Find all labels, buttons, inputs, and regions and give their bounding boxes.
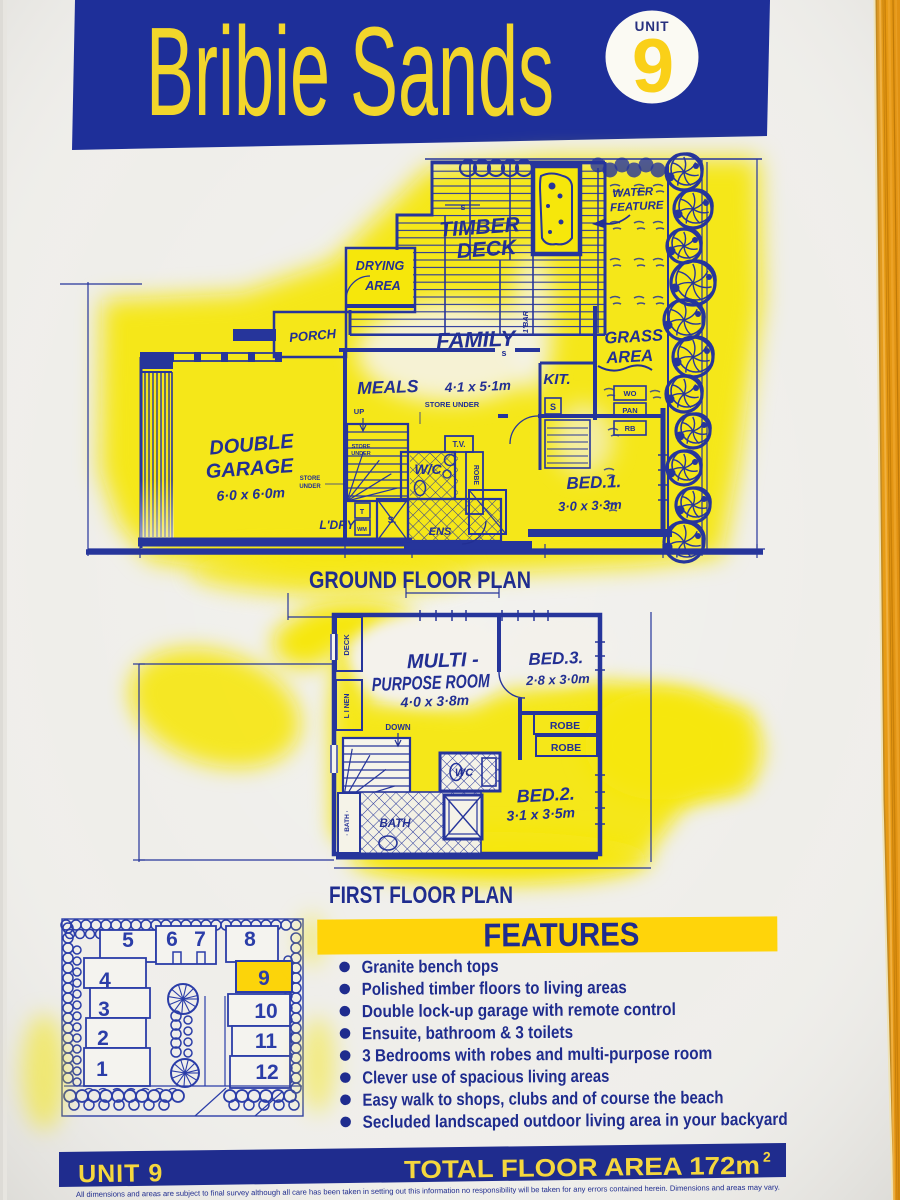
svg-text:Secluded landscaped outdoor li: Secluded landscaped outdoor living area … [363,1109,788,1132]
svg-text:DRYING: DRYING [356,259,405,273]
svg-text:3·0 x 3·3m: 3·0 x 3·3m [558,497,623,514]
svg-text:10: 10 [254,1000,277,1023]
svg-text:RB: RB [625,424,636,433]
svg-text:9: 9 [632,24,674,109]
svg-text:2: 2 [97,1027,109,1050]
svg-text:6·0 x 6·0m: 6·0 x 6·0m [216,484,285,504]
svg-text:2·8 x 3·0m: 2·8 x 3·0m [525,671,591,688]
svg-text:4·1 x 5·1m: 4·1 x 5·1m [444,378,512,395]
svg-text:T: T [360,509,365,516]
svg-text:MEALS: MEALS [357,376,419,398]
svg-text:W/C: W/C [414,461,442,477]
svg-text:UNIT 9: UNIT 9 [78,1159,164,1188]
svg-text:TOTAL FLOOR AREA 172m: TOTAL FLOOR AREA 172m [404,1152,760,1184]
svg-text:UNIT: UNIT [635,19,670,34]
svg-text:4: 4 [99,969,111,992]
svg-text:WATER: WATER [612,186,654,200]
svg-text:3 Bedrooms with robes and mult: 3 Bedrooms with robes and multi-purpose … [362,1043,712,1065]
svg-text:AREA: AREA [605,347,654,367]
svg-text:FAMILY: FAMILY [436,326,518,354]
svg-text:UNDER: UNDER [299,484,321,490]
svg-text:Clever use of spacious living: Clever use of spacious living areas [362,1066,609,1088]
svg-text:BATH: BATH [379,818,411,830]
svg-text:AREA: AREA [364,279,400,293]
svg-text:Polished timber floors to livi: Polished timber floors to living areas [362,977,627,999]
svg-text:FIRST FLOOR PLAN: FIRST FLOOR PLAN [329,882,513,909]
svg-text:S.: S. [388,515,397,525]
svg-text:TIMBER: TIMBER [439,213,522,242]
svg-text:WC: WC [455,767,474,779]
svg-text:BED.1.: BED.1. [566,472,621,493]
svg-text:9: 9 [258,967,270,990]
svg-text:Ensuite, bathroom & 3 toilets: Ensuite, bathroom & 3 toilets [362,1022,573,1043]
svg-text:WO: WO [624,389,637,398]
svg-text:PAN: PAN [622,406,637,415]
svg-text:3: 3 [98,998,110,1021]
svg-text:KIT.: KIT. [543,371,570,388]
svg-text:STORE: STORE [352,444,371,450]
svg-text:4·0 x 3·8m: 4·0 x 3·8m [399,692,469,710]
svg-text:UNDER: UNDER [351,451,371,457]
svg-text:BED.3.: BED.3. [528,648,583,669]
svg-text:ROBE: ROBE [551,742,581,754]
svg-text:6: 6 [166,928,178,951]
svg-text:BED.2.: BED.2. [516,784,575,807]
svg-text:Granite bench tops: Granite bench tops [361,956,498,977]
svg-text:11: 11 [255,1030,278,1053]
svg-text:PURPOSE ROOM: PURPOSE ROOM [371,671,491,696]
svg-text:2: 2 [763,1149,771,1165]
svg-text:1: 1 [96,1058,108,1081]
svg-text:3·1 x 3·5m: 3·1 x 3·5m [506,804,575,824]
svg-text:STORE: STORE [300,476,321,482]
svg-text:L'DRY: L'DRY [319,518,355,532]
svg-text:12: 12 [255,1061,278,1084]
svg-text:MULTI -: MULTI - [407,649,480,674]
svg-text:FEATURES: FEATURES [483,915,639,953]
svg-text:T.V.: T.V. [452,440,465,449]
svg-text:7: 7 [194,928,206,951]
svg-text:ROBE: ROBE [472,465,479,486]
svg-text:s: s [501,348,506,358]
svg-text:GROUND FLOOR PLAN: GROUND FLOOR PLAN [309,567,531,594]
svg-text:GRASS: GRASS [604,326,664,347]
svg-text:DECK: DECK [456,236,519,263]
svg-text:Bribie Sands: Bribie Sands [146,1,554,142]
svg-text:s: s [460,202,465,212]
svg-text:Double lock-up garage with rem: Double lock-up garage with remote contro… [362,999,676,1021]
svg-text:1'BAR: 1'BAR [521,310,530,333]
svg-text:L I NEN: L I NEN [344,694,351,719]
svg-text:ROBE: ROBE [550,720,580,732]
svg-text:ENS: ENS [429,526,452,538]
svg-text:DECK: DECK [342,634,351,656]
svg-text:STORE UNDER: STORE UNDER [425,400,480,409]
svg-text:S: S [550,402,556,412]
svg-text:WM: WM [357,527,367,533]
svg-text:· BATH ·: · BATH · [344,810,351,836]
svg-text:FEATURE: FEATURE [610,200,664,215]
svg-text:DOWN: DOWN [385,723,411,732]
svg-text:PORCH: PORCH [289,326,338,345]
svg-text:Easy walk to shops, clubs and: Easy walk to shops, clubs and of course … [362,1087,723,1110]
svg-text:5: 5 [122,929,134,952]
svg-text:8: 8 [244,928,256,951]
svg-text:UP: UP [354,407,364,416]
